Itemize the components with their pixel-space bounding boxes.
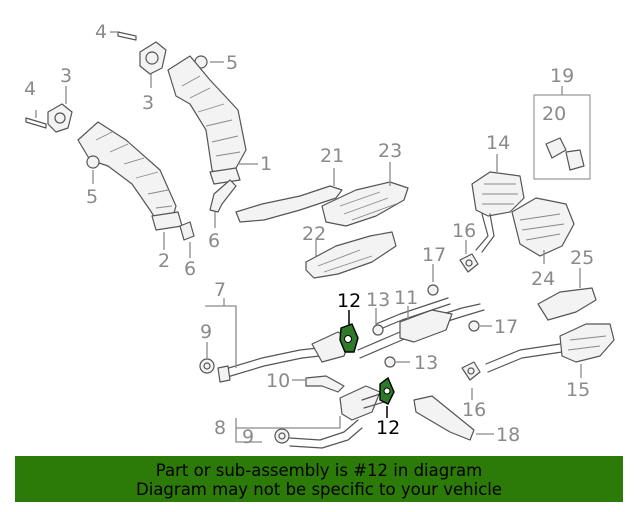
gasket-16-lower (461, 361, 481, 381)
manifold-1 (167, 55, 247, 185)
heat-shield-21 (235, 185, 343, 223)
nut-5-left (86, 155, 100, 169)
callout-12-upper: 12 (337, 290, 361, 312)
callout-17-right: 17 (494, 316, 518, 338)
gasket-9-lower (274, 428, 290, 444)
heat-shield-22 (305, 231, 397, 279)
callout-11: 11 (394, 287, 418, 309)
stud-4-left (25, 117, 47, 129)
callout-5-top: 5 (226, 52, 238, 74)
callout-19: 19 (550, 65, 574, 87)
heat-shield-23 (321, 181, 409, 227)
callout-9-upper: 9 (200, 321, 212, 343)
pipe-11 (357, 297, 485, 359)
muffler-14 (471, 171, 525, 253)
callout-25: 25 (570, 247, 594, 269)
callout-14: 14 (486, 132, 510, 154)
callout-15: 15 (566, 379, 590, 401)
bracket-18 (413, 395, 475, 441)
callout-9-lower: 9 (242, 426, 254, 448)
hanger-13-upper (372, 324, 384, 336)
callout-8: 8 (214, 417, 226, 439)
callout-12-lower: 12 (376, 417, 400, 439)
muffler-15 (485, 323, 615, 373)
bracket-6-left (179, 221, 195, 241)
callout-13-upper: 13 (366, 289, 390, 311)
hanger-17-right (468, 320, 480, 332)
gasket-12-lower (379, 376, 395, 405)
callouts: 4 3 5 4 3 1 5 2 6 6 21 23 22 14 19 20 16… (24, 21, 594, 448)
gasket-9-upper (199, 358, 215, 374)
callout-3-left: 3 (60, 65, 72, 87)
gasket-12-upper (339, 323, 359, 353)
callout-13-lower: 13 (414, 352, 438, 374)
hanger-13-lower (384, 356, 396, 368)
part-20 (545, 137, 585, 171)
info-banner: Part or sub-assembly is #12 in diagram D… (15, 456, 623, 502)
callout-17-upper: 17 (422, 244, 446, 266)
hanger-17-left (427, 284, 439, 296)
callout-20: 20 (542, 103, 566, 125)
gasket-16-upper (459, 253, 479, 273)
callout-6-left: 6 (184, 258, 196, 280)
callout-1: 1 (260, 153, 272, 175)
callout-6-right: 6 (208, 230, 220, 252)
callout-16-upper: 16 (452, 220, 476, 242)
banner-line-1: Part or sub-assembly is #12 in diagram (155, 461, 483, 480)
callout-2: 2 (158, 250, 170, 272)
callout-22: 22 (302, 223, 326, 245)
callout-10: 10 (266, 370, 290, 392)
callout-3-top: 3 (142, 92, 154, 114)
parts-diagram: 4 3 5 4 3 1 5 2 6 6 21 23 22 14 19 20 16… (24, 21, 615, 449)
callout-7: 7 (214, 279, 226, 301)
callout-21: 21 (320, 145, 344, 167)
callout-16-lower: 16 (462, 399, 486, 421)
callout-18: 18 (496, 424, 520, 446)
callout-4-top: 4 (95, 21, 107, 43)
callout-5-left: 5 (86, 186, 98, 208)
gasket-3-left (47, 103, 73, 133)
callout-4-left: 4 (24, 78, 36, 100)
gasket-3-top (139, 41, 167, 75)
heat-shield-25 (537, 287, 597, 321)
leader-lines (35, 31, 582, 443)
manifold-2 (77, 121, 183, 231)
heat-shield-24 (511, 197, 575, 257)
stud-4-top (117, 31, 137, 41)
callout-23: 23 (378, 140, 402, 162)
bracket-6-right (209, 179, 237, 213)
banner-line-2: Diagram may not be specific to your vehi… (136, 480, 502, 499)
bracket-10 (305, 375, 345, 393)
callout-24: 24 (531, 268, 555, 290)
pipe-8 (289, 385, 385, 449)
